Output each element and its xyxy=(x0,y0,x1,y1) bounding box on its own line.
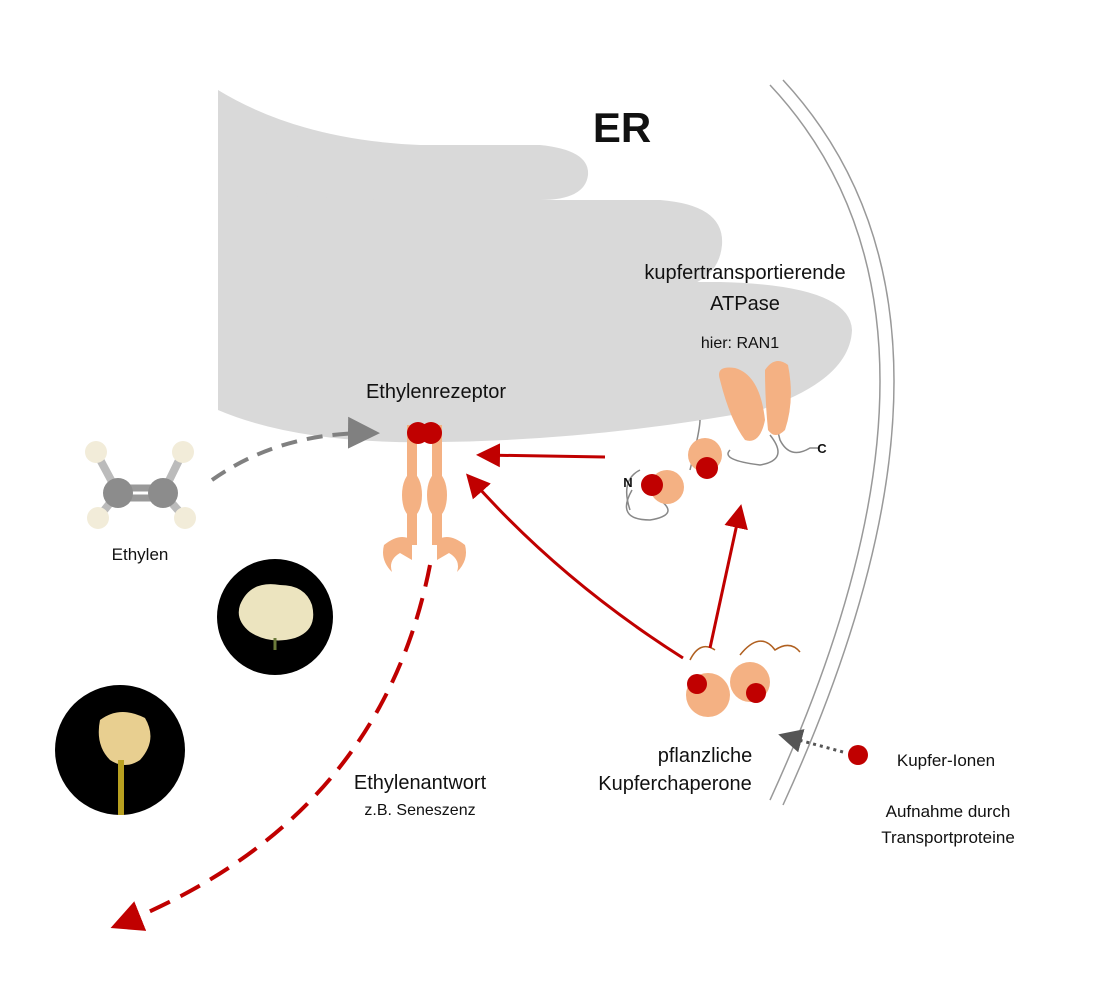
copper-ions-label: Kupfer-Ionen xyxy=(896,751,996,770)
fresh-flower-image xyxy=(217,559,333,675)
er-membrane xyxy=(218,90,852,443)
atpase-to-receptor-arrow xyxy=(476,443,606,468)
n-terminus-label: N xyxy=(623,475,633,490)
ethylene-binding-arrow xyxy=(210,416,380,482)
response-label: Ethylenantwort xyxy=(353,772,487,794)
chaperone-label-line1: pflanzliche xyxy=(657,745,753,767)
atpase-example-label: hier: RAN1 xyxy=(700,335,780,352)
atpase-label-line2: ATPase xyxy=(710,293,780,315)
atpase-label-line1: kupfertransportierende xyxy=(644,262,846,284)
chaperone-to-receptor-arrow xyxy=(466,473,684,660)
c-terminus-label: C xyxy=(817,441,827,456)
senescent-flower-image xyxy=(55,685,185,815)
response-example-label: z.B. Seneszenz xyxy=(364,802,476,819)
uptake-label-line1: Aufnahme durch xyxy=(885,802,1011,821)
copper-uptake-arrow xyxy=(778,729,844,754)
uptake-label-line2: Transportproteine xyxy=(881,828,1015,847)
ethylene-label: Ethylen xyxy=(111,545,169,564)
ran1-atpase-icon xyxy=(625,361,820,521)
chaperone-to-atpase-arrow xyxy=(708,504,748,649)
ethylene-response-arrow xyxy=(110,564,432,931)
copper-chaperone-icon xyxy=(686,640,801,717)
receptor-label: Ethylenrezeptor xyxy=(365,381,507,403)
ethylene-receptor-icon xyxy=(383,422,466,572)
er-title: ER xyxy=(592,104,652,151)
ethylene-molecule-icon xyxy=(85,441,196,529)
copper-ion-icon xyxy=(848,745,868,765)
chaperone-label-line2: Kupferchaperone xyxy=(598,773,752,795)
cell-membrane xyxy=(769,79,895,806)
